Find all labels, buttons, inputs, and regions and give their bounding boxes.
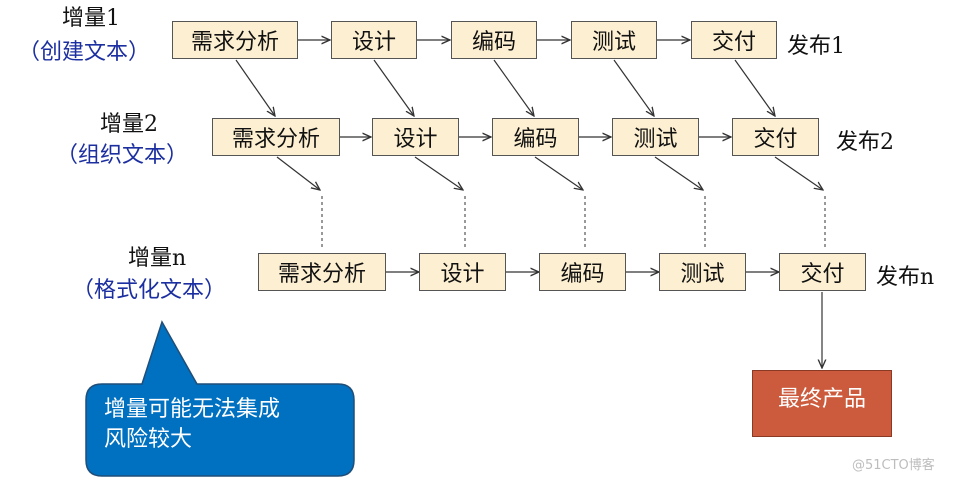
- row1-requirements-step: 需求分析: [172, 21, 298, 59]
- increment-1-text-type: （创建文本）: [18, 40, 151, 65]
- row2-to-ellipsis-arrows: [276, 156, 823, 190]
- release-n-label: 发布n: [876, 265, 935, 290]
- increment-1-label: 增量1: [62, 6, 120, 31]
- rown-coding-step: 编码: [539, 253, 626, 291]
- row1-coding-step: 编码: [451, 21, 537, 59]
- ellipsis-dashed-lines: [321, 196, 826, 250]
- increment-n-label: 增量n: [128, 246, 187, 271]
- release-2-label: 发布2: [836, 130, 894, 155]
- row2-requirements-step: 需求分析: [212, 118, 340, 156]
- watermark: @51CTO博客: [852, 458, 935, 473]
- rown-testing-step: 测试: [659, 253, 746, 291]
- increment-2-label: 增量2: [100, 112, 158, 137]
- callout-line-1: 增量可能无法集成: [104, 397, 281, 422]
- callout-text: 增量可能无法集成 风险较大: [104, 395, 344, 455]
- row2-coding-step: 编码: [492, 118, 579, 156]
- increment-n-text-type: （格式化文本）: [72, 278, 227, 303]
- release-1-label: 发布1: [787, 34, 845, 59]
- row1-delivery-step: 交付: [691, 21, 777, 59]
- increment-2-text-type: （组织文本）: [56, 143, 189, 168]
- final-product-label: 最终产品: [777, 387, 866, 412]
- rown-delivery-step: 交付: [779, 253, 866, 291]
- row2-design-step: 设计: [372, 118, 459, 156]
- callout-line-2: 风险较大: [104, 427, 193, 452]
- row2-testing-step: 测试: [612, 118, 699, 156]
- row1-design-step: 设计: [331, 21, 417, 59]
- callout-bubble: [85, 320, 355, 477]
- row1-testing-step: 测试: [571, 21, 657, 59]
- row2-delivery-step: 交付: [732, 118, 819, 156]
- row1-to-row2-arrows: [235, 59, 775, 116]
- rown-design-step: 设计: [419, 253, 506, 291]
- final-product-box: 最终产品: [752, 370, 892, 437]
- rown-requirements-step: 需求分析: [258, 253, 386, 291]
